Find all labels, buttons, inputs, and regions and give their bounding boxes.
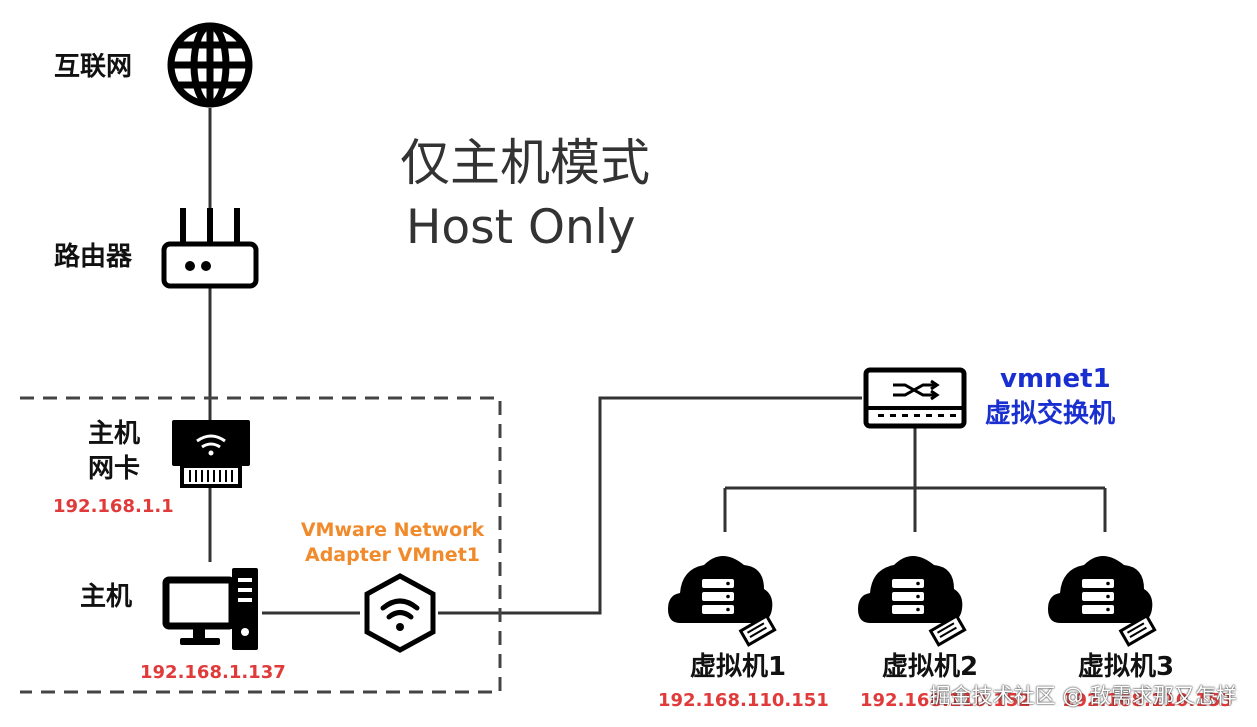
desktop-computer-icon xyxy=(162,568,258,650)
virtual-adapter-wifi-icon xyxy=(364,573,436,653)
virtual-adapter-label-line2: Adapter VMnet1 xyxy=(304,544,480,566)
network-card-icon xyxy=(172,420,250,488)
adapter-switch-link xyxy=(438,396,862,615)
host-boundary xyxy=(20,396,502,694)
diagram-title-chinese: 仅主机模式 xyxy=(400,134,650,192)
virtual-adapter-label: VMware Network Adapter VMnet1 xyxy=(300,518,485,568)
vm3-label: 虚拟机3 xyxy=(1078,652,1175,682)
vm1-cloud-server-icon xyxy=(666,554,777,647)
vm2-label: 虚拟机2 xyxy=(882,652,979,682)
vm1-label: 虚拟机1 xyxy=(690,652,787,682)
switch-name: vmnet1 xyxy=(1000,364,1111,394)
connector-lines xyxy=(208,108,1107,615)
nic-ip: 192.168.1.1 xyxy=(53,496,174,517)
router-label: 路由器 xyxy=(54,242,133,272)
host-label: 主机 xyxy=(80,582,133,612)
switch-label: 虚拟交换机 xyxy=(985,399,1116,429)
watermark: 掘金技术社区 @ 敌需求那又怎样 xyxy=(929,684,1237,708)
internet-label: 互联网 xyxy=(54,52,133,82)
virtual-switch-icon xyxy=(863,367,967,429)
diagram-title-english: Host Only xyxy=(406,200,636,255)
vm2-cloud-server-icon xyxy=(856,554,967,647)
vm1-ip: 192.168.110.151 xyxy=(658,690,829,711)
host-ip: 192.168.1.137 xyxy=(140,662,286,683)
nic-label-line1: 主机 xyxy=(88,419,141,449)
nic-label-line2: 网卡 xyxy=(88,454,141,484)
vm2-ip: 192.168.110.152 xyxy=(860,690,1031,711)
virtual-adapter-label-line1: VMware Network xyxy=(300,519,485,541)
vm3-cloud-server-icon xyxy=(1046,554,1157,647)
globe-icon xyxy=(167,22,253,108)
router-icon xyxy=(161,208,259,289)
vm3-ip: 192.168.110.153 xyxy=(1062,690,1233,711)
